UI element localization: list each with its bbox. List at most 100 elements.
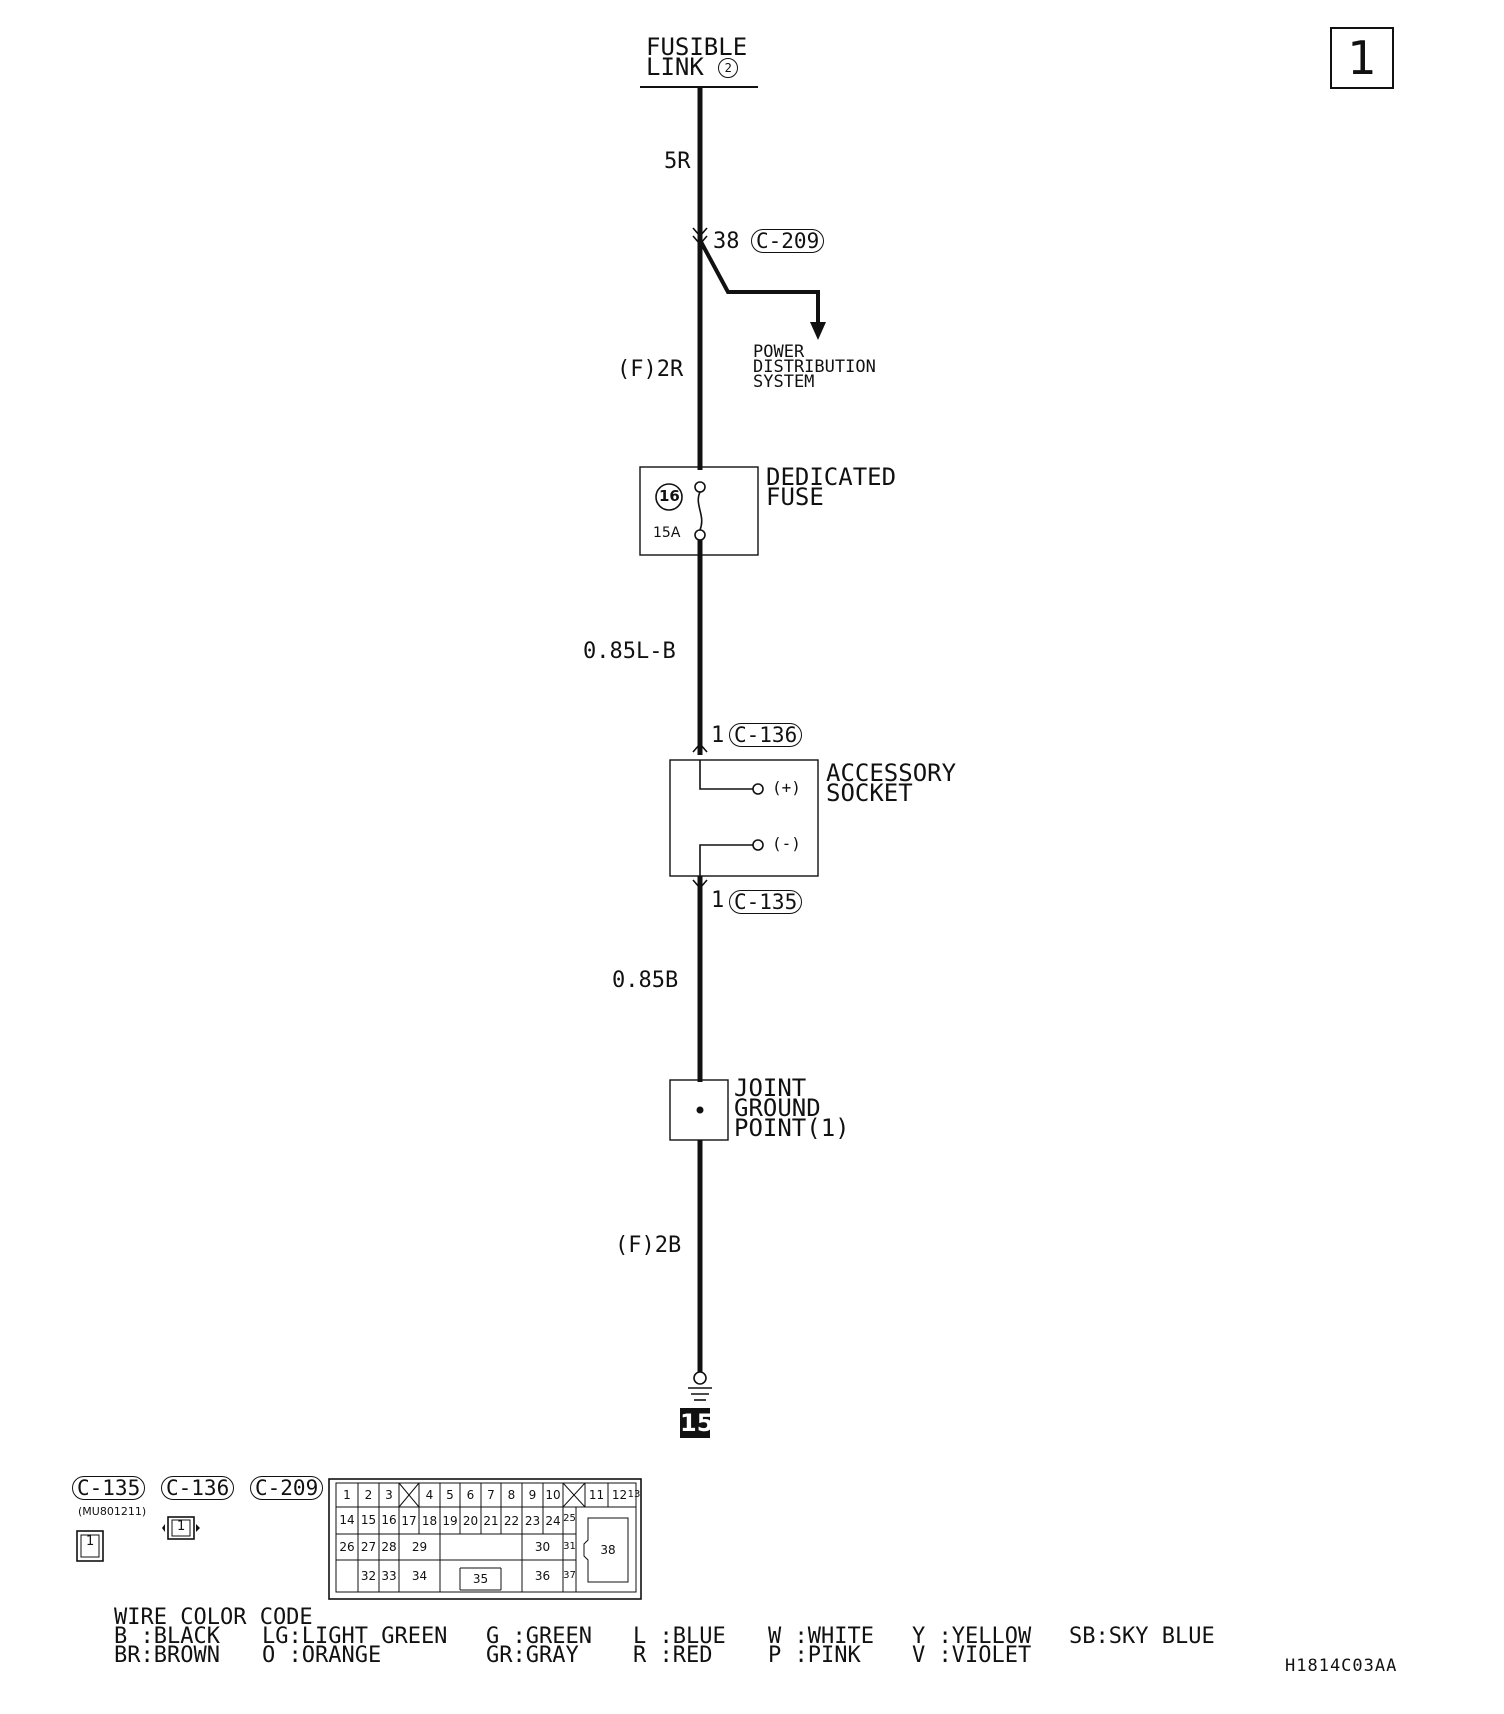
pin-29: 29 [411,1540,428,1554]
c135-connector-inner [80,1534,100,1558]
socket-minus-label: (-) [772,834,801,853]
pin-4: 4 [425,1488,434,1502]
color-gr: GR:GRAY [486,1643,579,1668]
pin-31: 31 [563,1541,576,1552]
fusible-link-line1: FUSIBLE [646,33,748,61]
pin-18: 18 [421,1514,438,1528]
color-br: BR:BROWN [114,1643,220,1668]
color-r: R :RED [633,1643,713,1668]
pin-2: 2 [364,1488,373,1502]
connector-c209-tag: C-209 [751,229,825,253]
connector-part-number: (MU801211) [78,1505,147,1518]
accessory-socket-label: ACCESSORY SOCKET [826,759,957,807]
wire-color-col6: Y :YELLOW V :VIOLET [912,1624,1032,1668]
pin-17: 17 [401,1514,417,1528]
pin-37: 37 [563,1570,576,1581]
ground-point-number: 15 [680,1408,714,1438]
socket-plus-label: (+) [772,778,801,797]
socket-plus-wire [699,760,753,790]
power-distribution-line1: POWER [753,342,805,362]
wire-color-col3: G :GREEN GR:GRAY [486,1626,592,1668]
pin-21: 21 [483,1514,499,1528]
pin-12: 12 [611,1488,628,1502]
pin-36: 36 [534,1569,551,1583]
joint-ground-line2: GROUND [734,1094,821,1122]
grid-row1-separators [357,1482,609,1508]
branch-wire [698,239,820,328]
color-sb: SB:SKY BLUE [1069,1624,1215,1649]
pin-20: 20 [462,1514,479,1528]
dedicated-fuse-line2: FUSE [766,483,824,511]
connector-c209-pin: 38 [713,229,740,254]
pin-8: 8 [507,1488,516,1502]
pin-24: 24 [545,1514,561,1528]
c136-pin-number: 1 [177,1519,186,1534]
connector-c136-tag: C-136 [729,723,803,747]
fuse-terminal-bottom [694,529,706,541]
accessory-socket-line1: ACCESSORY [826,759,957,787]
pin-15: 15 [360,1513,377,1527]
pin-26: 26 [339,1540,355,1554]
accessory-socket-box [669,759,819,877]
pin-10: 10 [545,1488,561,1502]
pin-35: 35 [472,1572,489,1586]
pin-25: 25 [563,1513,576,1524]
c135-pin-number: 1 [86,1534,95,1549]
fuse-terminal-top [694,481,706,493]
connector-view-label-c135: C-135 [72,1476,146,1500]
accessory-socket-line2: SOCKET [826,779,913,807]
branch-arrow [810,322,826,340]
wire-color-code-title: WIRE COLOR CODE [114,1605,313,1630]
fusible-link-number: 2 [718,58,739,78]
fuse-number: 16 [659,487,680,505]
color-o: O :ORANGE [262,1643,382,1668]
color-y: Y :YELLOW [912,1624,1032,1649]
connector-mark-c209 [692,227,708,246]
pin-13: 13 [627,1489,641,1500]
pin-9: 9 [528,1488,537,1502]
c135-connector-icon [76,1530,104,1562]
fuse-rating: 15A [653,525,681,541]
pin-5: 5 [446,1488,454,1502]
c136-latch-left [162,1524,165,1532]
joint-ground-line3: POINT(1) [734,1114,850,1142]
c209-connector-inner [335,1482,637,1593]
grid-row34-separators [357,1534,564,1592]
c209-connector-frame [328,1478,642,1600]
power-distribution-line2: DISTRIBUTION [753,357,876,377]
wire-color-col2: LG:LIGHT GREEN O :ORANGE [262,1626,447,1668]
wire-color-col4: L :BLUE R :RED [633,1624,726,1668]
wire-label-5r: 5R [664,149,691,174]
pin-1: 1 [343,1488,351,1502]
pin-33: 33 [381,1569,397,1583]
pin-11: 11 [588,1488,605,1502]
pin-38: 38 [600,1543,616,1557]
wire-color-col7: SB:SKY BLUE [1069,1624,1215,1649]
wire-color-col1: B :BLACK BR:BROWN [114,1624,220,1668]
color-b: B :BLACK [114,1624,220,1649]
ground-terminal [693,1371,707,1385]
power-distribution-label: POWER DISTRIBUTION SYSTEM [753,342,876,392]
color-p: P :PINK [768,1643,861,1668]
wire-label-085b: 0.85B [612,968,679,993]
wire-label-f2b: (F)2B [615,1233,682,1258]
power-distribution-line3: SYSTEM [753,372,815,392]
color-w: W :WHITE [768,1624,874,1649]
pin-16: 16 [381,1513,397,1527]
connector-c135-tag: C-135 [729,890,803,914]
pin-14: 14 [339,1513,355,1527]
color-l: L :BLUE [633,1624,726,1649]
dedicated-fuse-label: DEDICATED FUSE [766,465,896,511]
pin-3: 3 [385,1488,393,1502]
fusible-link-line2: LINK [646,53,704,81]
connector-view-label-c136: C-136 [161,1476,235,1500]
joint-ground-line1: JOINT [734,1074,807,1102]
socket-minus-wire [699,844,753,876]
grid-row2-separators [357,1507,577,1592]
pin-30: 30 [534,1540,551,1554]
fuse-element [697,491,703,531]
color-v: V :VIOLET [912,1643,1032,1668]
pin-28: 28 [381,1540,397,1554]
socket-plus-terminal [752,783,764,795]
connector-c136-pin: 1 [711,723,725,748]
